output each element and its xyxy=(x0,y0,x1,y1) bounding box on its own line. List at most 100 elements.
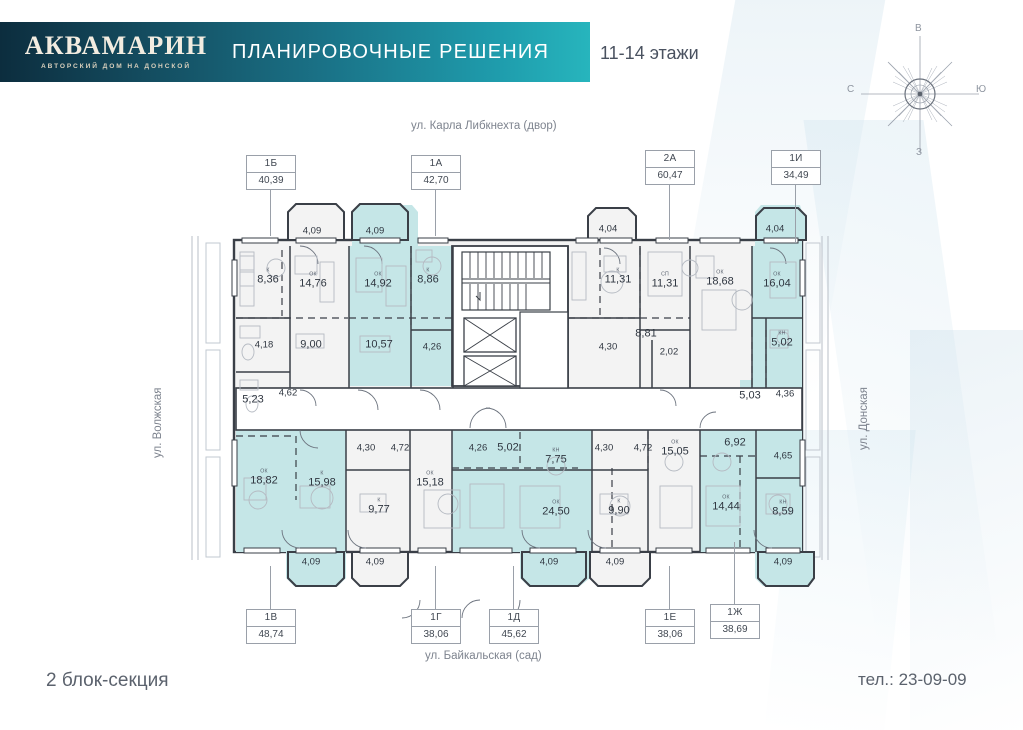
room-type-label: К xyxy=(320,470,324,477)
room-type-label: ОК xyxy=(773,271,781,278)
room-type-label: СП xyxy=(661,271,669,278)
room-area-value: 4,09 xyxy=(365,225,385,237)
room-area-value: 4,26 xyxy=(422,341,442,353)
street-label-bottom: ул. Байкальская (сад) xyxy=(425,650,542,662)
corridor xyxy=(235,387,803,431)
apartment-area: 48,74 xyxy=(258,629,284,640)
brand-logo: АКВАМАРИН АВТОРСКИЙ ДОМ НА ДОНСКОЙ xyxy=(0,33,232,71)
room-area: 4,30 xyxy=(357,443,376,453)
room-type-label: ОК xyxy=(260,468,268,475)
room-type-label: ОК xyxy=(671,439,679,446)
apartment-area: 40,39 xyxy=(258,175,284,186)
room-area: 5,03 xyxy=(739,390,760,402)
room-area-value: 14,76 xyxy=(299,277,327,290)
room-type-label: К xyxy=(616,267,620,274)
room-area: 4,26 xyxy=(423,342,442,352)
apartment-tag-leader-line xyxy=(270,566,271,609)
room-area-value: 16,04 xyxy=(763,277,791,290)
compass-rose: В С Ю З xyxy=(843,22,998,167)
room-area-value: 4,09 xyxy=(365,556,385,568)
site-boundary-right xyxy=(805,236,829,560)
room-area: 4,09 xyxy=(366,557,385,567)
room-area: 4,36 xyxy=(776,389,795,399)
room-area-value: 8,36 xyxy=(257,273,279,286)
apartment-code: 1Д xyxy=(490,610,538,627)
room-area: 4,09 xyxy=(302,557,321,567)
room-area-value: 4,30 xyxy=(356,442,376,454)
apartment-tag[interactable]: 1В 48,74 xyxy=(246,609,296,644)
apartment-code: 1И xyxy=(772,151,820,168)
room-type-label: ОК xyxy=(722,494,730,501)
room-area-value: 9,90 xyxy=(608,504,630,517)
apartment-code: 1Г xyxy=(412,610,460,627)
balcony-top-3 xyxy=(587,207,637,241)
room-area-value: 4,04 xyxy=(765,223,785,235)
apartment-tag[interactable]: 1И 34,49 xyxy=(771,150,821,185)
compass-label-south: З xyxy=(916,147,923,158)
room-area-value: 4,65 xyxy=(773,450,793,462)
room-area: 4,26 xyxy=(469,443,488,453)
room-area-value: 8,81 xyxy=(635,327,657,340)
room-area-value: 4,09 xyxy=(605,556,625,568)
room-area-value: 4,72 xyxy=(633,442,653,454)
zoning-dashed-lines xyxy=(236,246,767,552)
apartment-code: 1В xyxy=(247,610,295,627)
room-type-label: КН xyxy=(552,447,560,454)
brand-tagline: АВТОРСКИЙ ДОМ НА ДОНСКОЙ xyxy=(41,63,191,71)
apartment-tag[interactable]: 1Г 38,06 xyxy=(411,609,461,644)
apartment-code: 1Б xyxy=(247,156,295,173)
room-area: 4,04 xyxy=(599,224,618,234)
apartment-area: 34,49 xyxy=(783,170,809,181)
room-area: 4,09 xyxy=(774,557,793,567)
apartment-code: 1Ж xyxy=(711,605,759,622)
balcony-bot-4 xyxy=(589,551,651,587)
balcony-bot-2 xyxy=(351,551,409,587)
room-area-value: 18,68 xyxy=(706,275,734,288)
elevator-shaft-1 xyxy=(463,317,517,353)
apartment-area: 45,62 xyxy=(501,629,527,640)
room-area-value: 5,02 xyxy=(771,336,793,349)
windows xyxy=(231,237,806,554)
room-area-value: 14,44 xyxy=(712,500,740,513)
room-area: 5,02 xyxy=(497,442,518,454)
apartment-code: 1А xyxy=(412,156,460,173)
apartment-tag[interactable]: 1Е 38,06 xyxy=(645,609,695,644)
room-area: 2,02 xyxy=(660,347,679,357)
apartment-tag[interactable]: 1Д 45,62 xyxy=(489,609,539,644)
room-area: 4,04 xyxy=(766,224,785,234)
block-section-label: 2 блок-секция xyxy=(46,670,169,691)
apartment-area: 38,06 xyxy=(657,629,683,640)
room-type-label: КН xyxy=(778,330,786,337)
room-area-value: 4,72 xyxy=(390,442,410,454)
apartment-area: 38,06 xyxy=(423,629,449,640)
apartment-tag[interactable]: 1Б 40,39 xyxy=(246,155,296,190)
room-area-value: 11,31 xyxy=(651,277,679,290)
room-area: 5,23 xyxy=(242,394,263,406)
room-area: 4,09 xyxy=(540,557,559,567)
room-type-label: ОК xyxy=(374,271,382,278)
staircase xyxy=(461,251,551,311)
room-type-label: К xyxy=(377,497,381,504)
room-area-value: 7,75 xyxy=(545,453,567,466)
room-area-value: 4,18 xyxy=(254,339,274,351)
floors-range-label: 11-14 этажи xyxy=(600,43,699,63)
site-boundary-left xyxy=(191,236,221,560)
room-area: 4,72 xyxy=(634,443,653,453)
apartment-tag-leader-line xyxy=(435,190,436,236)
apartment-code: 1Е xyxy=(646,610,694,627)
